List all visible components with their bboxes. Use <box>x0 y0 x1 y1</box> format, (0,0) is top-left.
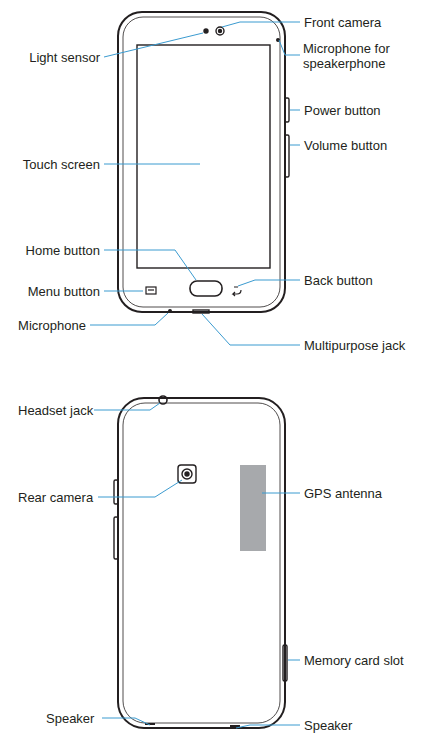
speaker-right <box>230 725 240 727</box>
leader-line <box>98 480 182 497</box>
headset-jack <box>159 396 167 404</box>
front-housing <box>118 12 285 312</box>
leader-line <box>202 314 300 345</box>
part-label: Power button <box>304 103 381 118</box>
leader-line <box>104 33 203 57</box>
leader-line <box>279 40 300 55</box>
volume-button <box>285 135 289 177</box>
leader-line <box>94 403 160 410</box>
home-button <box>190 281 222 296</box>
part-label: Front camera <box>304 15 381 30</box>
memory-card-slot <box>283 645 287 681</box>
leader-line <box>222 22 300 27</box>
back-housing <box>118 398 285 728</box>
leader-line <box>104 164 200 165</box>
back-rim <box>123 403 280 723</box>
part-label: Memory card slot <box>304 653 404 668</box>
leader-lines <box>90 22 300 728</box>
leader-line <box>262 493 300 494</box>
touch-screen <box>137 45 270 268</box>
front-camera <box>216 27 224 35</box>
leader-line <box>104 250 196 280</box>
leader-line <box>90 313 168 325</box>
part-label: Back button <box>304 273 373 288</box>
multipurpose-jack <box>193 310 209 313</box>
leader-line <box>102 718 150 725</box>
leader-line <box>290 145 300 146</box>
part-label: Menu button <box>28 284 100 299</box>
leader-line <box>288 660 300 661</box>
part-label: Microphone for speakerphone <box>303 41 421 71</box>
leader-line <box>104 291 143 292</box>
leader-line <box>238 280 300 286</box>
part-label: Microphone <box>18 318 86 333</box>
power-button <box>285 98 289 122</box>
part-label: Light sensor <box>29 50 100 65</box>
rear-camera-lens <box>185 472 189 476</box>
back-power-button <box>114 480 118 504</box>
part-label: Rear camera <box>18 490 93 505</box>
part-label: Headset jack <box>18 403 93 418</box>
part-label: Home button <box>26 243 100 258</box>
rear-camera <box>182 469 192 479</box>
microphone-hole <box>169 310 172 313</box>
back-volume-button <box>114 517 118 559</box>
leader-line <box>290 110 300 111</box>
front-bezel <box>123 17 280 307</box>
part-label: Volume button <box>304 138 387 153</box>
back-icon <box>233 287 241 296</box>
front-camera-lens <box>219 30 222 33</box>
part-label: Touch screen <box>23 157 100 172</box>
gps-antenna <box>240 465 266 551</box>
part-label: Multipurpose jack <box>304 338 405 353</box>
part-label: Speaker <box>304 718 352 733</box>
part-label: Speaker <box>46 711 94 726</box>
light-sensor <box>204 29 208 33</box>
menu-icon <box>146 287 156 294</box>
leader-line <box>236 725 300 728</box>
part-label: GPS antenna <box>304 486 382 501</box>
